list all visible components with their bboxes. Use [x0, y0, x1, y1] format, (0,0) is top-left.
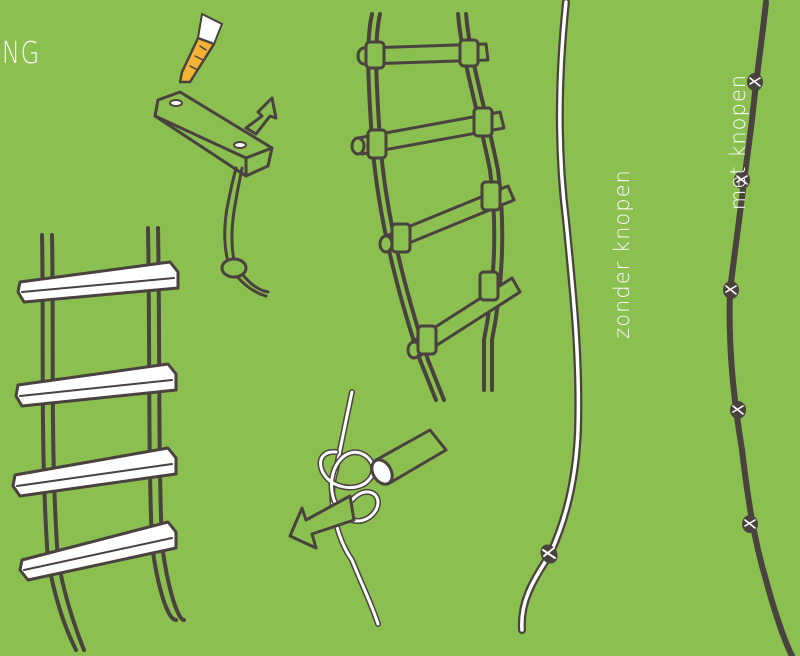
- dowel-rung-icon: [368, 430, 446, 488]
- rope-ladder-round-rungs: [352, 14, 520, 400]
- page-title: ING: [0, 36, 40, 71]
- label-met-knopen: met knopen: [726, 74, 750, 210]
- drill-bit-icon: [180, 14, 222, 82]
- rope-ladder-planks: [13, 228, 184, 650]
- arrow-up-icon: [246, 98, 276, 134]
- rope-without-knots: [522, 2, 579, 630]
- label-zonder-knopen: zonder knopen: [610, 169, 634, 339]
- knotted-rope-icon: [222, 168, 268, 296]
